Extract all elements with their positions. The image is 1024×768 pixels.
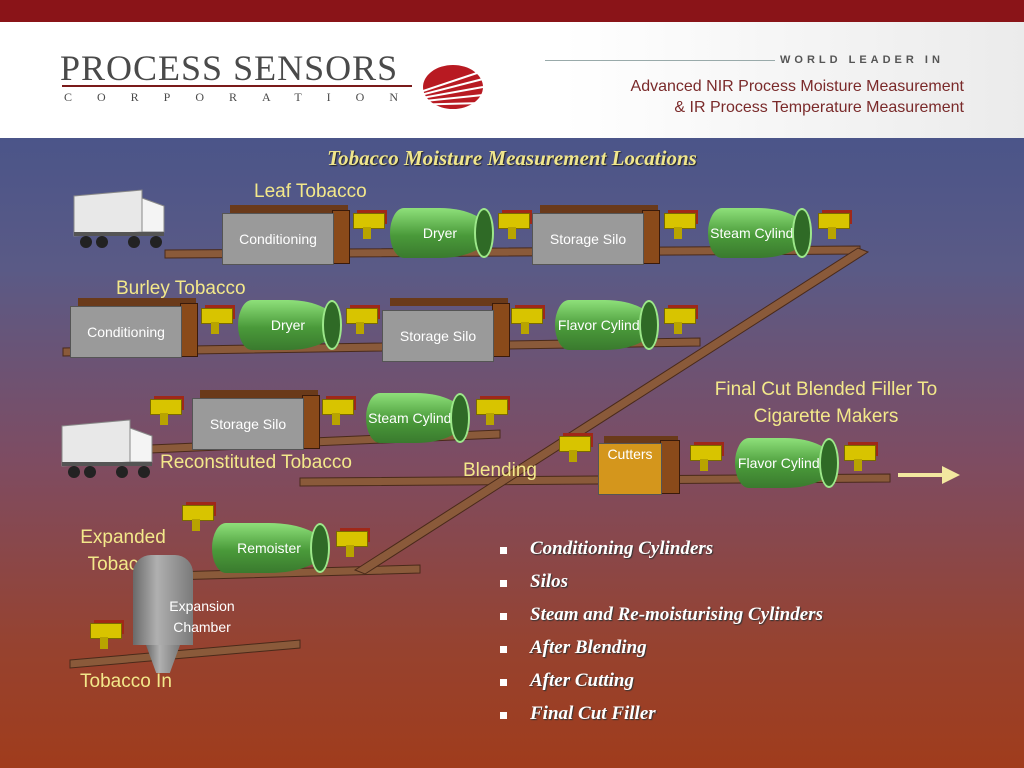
- logo-emblem-icon: [405, 65, 484, 109]
- recon-storage-silo: Storage Silo: [192, 398, 304, 450]
- top-bar: [0, 0, 1024, 22]
- sensor-stem: [674, 227, 682, 239]
- sensor-stem: [486, 413, 494, 425]
- sensor-stem: [828, 227, 836, 239]
- truck-icon: [73, 189, 165, 248]
- label-reconstituted-tobacco: Reconstituted Tobacco: [160, 452, 352, 473]
- logo-rule: [62, 85, 412, 87]
- tagline: Advanced NIR Process Moisture Measuremen…: [520, 76, 964, 118]
- unit-side: [180, 303, 198, 357]
- truck-icon: [61, 419, 153, 478]
- sensor-stem: [356, 322, 364, 334]
- tagline-line-1: Advanced NIR Process Moisture Measuremen…: [630, 78, 964, 95]
- world-leader-text: WORLD LEADER IN: [780, 54, 944, 66]
- label-blending: Blending: [463, 460, 537, 481]
- sensor-stem: [363, 227, 371, 239]
- leaf-storage-silo: Storage Silo: [532, 213, 644, 265]
- expansion-chamber: [133, 555, 193, 645]
- cylinder-end: [322, 300, 342, 350]
- cylinder-end: [639, 300, 659, 350]
- cylinder-end: [474, 208, 494, 258]
- recon-steam-cylinder: Steam Cylinder: [366, 393, 466, 443]
- logo-wordmark: PROCESS SENSORS: [60, 48, 399, 88]
- header-rule: [545, 60, 775, 61]
- list-item: Steam and Re-moisturising Cylinders: [500, 604, 823, 637]
- sensor-stem: [508, 227, 516, 239]
- sensor-stem: [192, 519, 200, 531]
- cylinder-end: [819, 438, 839, 488]
- cylinder-end: [450, 393, 470, 443]
- unit-side: [660, 440, 680, 494]
- sensor-stem: [100, 637, 108, 649]
- unit-side: [332, 210, 350, 264]
- sensor-stem: [160, 413, 168, 425]
- unit-top: [540, 205, 658, 213]
- sensor-stem: [674, 322, 682, 334]
- slide-title: Tobacco Moisture Measurement Locations: [327, 146, 697, 170]
- list-item: After Blending: [500, 637, 823, 670]
- label-leaf-tobacco: Leaf Tobacco: [254, 181, 367, 202]
- unit-top: [230, 205, 348, 213]
- sensor-stem: [211, 322, 219, 334]
- expansion-chamber-label: Expansion Chamber: [169, 598, 235, 635]
- label-burley-tobacco: Burley Tobacco: [116, 278, 246, 299]
- remoister-cylinder: Remoister: [212, 523, 326, 573]
- label-tobacco-in: Tobacco In: [80, 671, 172, 692]
- unit-top: [390, 298, 508, 306]
- sensor-stem: [569, 450, 577, 462]
- list-item: Final Cut Filler: [500, 703, 823, 736]
- unit-top: [200, 390, 318, 398]
- unit-top: [604, 436, 678, 444]
- sensor-stem: [700, 459, 708, 471]
- cylinder-end: [792, 208, 812, 258]
- list-item: Conditioning Cylinders: [500, 538, 823, 571]
- sensor-stem: [521, 322, 529, 334]
- label-final-cut: Final Cut Blended Filler To Cigarette Ma…: [714, 379, 938, 427]
- unit-side: [642, 210, 660, 264]
- measurement-locations-list: Conditioning Cylinders Silos Steam and R…: [500, 538, 823, 736]
- unit-top: [78, 298, 196, 306]
- sensor-stem: [346, 545, 354, 557]
- sensor-stem: [854, 459, 862, 471]
- arrow-right-icon: [898, 466, 960, 484]
- burley-storage-silo: Storage Silo: [382, 310, 494, 362]
- unit-side: [302, 395, 320, 449]
- leaf-conditioning-unit: Conditioning: [222, 213, 334, 265]
- cylinder-end: [310, 523, 330, 573]
- sensor-stem: [332, 413, 340, 425]
- cutters-unit: Cutters: [598, 443, 662, 495]
- tagline-line-2: & IR Process Temperature Measurement: [674, 99, 964, 116]
- header: PROCESS SENSORS CORPORATION WORLD LEADER…: [0, 22, 1024, 138]
- list-item: Silos: [500, 571, 823, 604]
- unit-side: [492, 303, 510, 357]
- list-item: After Cutting: [500, 670, 823, 703]
- logo-subtitle: CORPORATION: [64, 90, 424, 104]
- burley-conditioning-unit: Conditioning: [70, 306, 182, 358]
